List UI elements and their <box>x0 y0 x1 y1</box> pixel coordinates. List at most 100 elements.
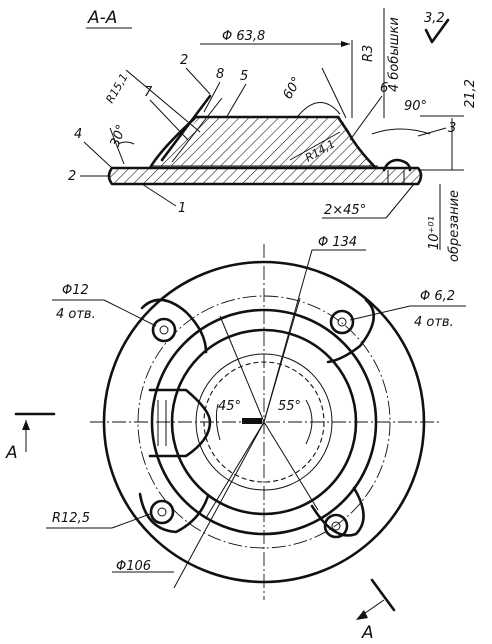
bolt-circle <box>137 295 391 549</box>
hole-top-left-inner <box>159 325 169 335</box>
callout-2-top: 2 <box>180 53 188 68</box>
callout-8-leader <box>203 81 221 113</box>
angle-30-arc <box>117 141 135 145</box>
section-title: A-A <box>87 8 117 28</box>
chamfer-leader <box>385 183 415 219</box>
roughness-symbol: 3,2 <box>424 11 450 44</box>
section-mark-right-label: A <box>361 623 374 643</box>
right-slot-walls <box>387 170 405 184</box>
dia-62-label: Φ 6,2 <box>420 289 455 304</box>
angle-90-arc <box>371 128 431 135</box>
callout-2-top-leader <box>185 67 211 95</box>
part-callouts: 1 2 3 4 5 6 7 8 2 <box>68 53 456 216</box>
plan-view: Φ 134 Φ106 Φ12 4 отв. Φ 6,2 4 отв. 45° 5… <box>5 235 466 643</box>
boss-hatch <box>158 116 372 166</box>
hole-bottom-right-inner <box>331 521 341 531</box>
cut-arrow-right-head <box>356 610 368 620</box>
dia-12-label: Φ12 <box>62 283 89 298</box>
dia-134-label: Φ 134 <box>318 235 357 250</box>
left-cutout <box>148 388 212 458</box>
roughness-value: 3,2 <box>424 11 445 26</box>
dim-10-label: 10⁺⁰¹ <box>427 216 442 250</box>
flange-hatch <box>110 168 420 183</box>
angle-60-arc <box>297 102 341 117</box>
cut-arrow-left-head <box>22 420 30 430</box>
callout-1-leader <box>141 183 177 207</box>
boss-circle-outer <box>170 328 358 516</box>
dim-21-label: 21,2 <box>463 79 478 108</box>
trim-note: обрезание <box>447 190 462 262</box>
callout-7-leader <box>149 99 189 141</box>
bolt-holes <box>149 309 355 539</box>
section-mark-right: A <box>356 578 396 643</box>
radius-125-label: R12,5 <box>52 511 90 526</box>
callout-8: 8 <box>216 67 224 82</box>
roughness-check-icon <box>424 18 450 44</box>
radius-151-leader <box>125 69 201 133</box>
callout-6-leader <box>349 95 383 141</box>
angle-45-arc <box>215 403 221 441</box>
hole-bottom-right <box>323 513 349 539</box>
center-mark <box>242 418 262 424</box>
callout-2-left: 2 <box>68 169 76 184</box>
boss-circle-inner <box>195 353 333 491</box>
angle-30-label: 30° <box>108 123 130 150</box>
lip-line <box>160 94 212 162</box>
angle-55-arc <box>305 399 313 445</box>
dim-63-label: Φ 63,8 <box>222 29 265 44</box>
base-plate-outline <box>107 166 423 186</box>
callout-1: 1 <box>178 201 186 216</box>
leader-radial-a <box>219 315 265 423</box>
lug-bottom-left <box>138 492 210 534</box>
holes-right-label: 4 отв. <box>414 315 454 330</box>
boss-hidden-circle <box>203 361 325 483</box>
bosses-note: 4 бобышки <box>387 17 402 92</box>
outer-flange-circle <box>102 260 426 584</box>
hole-bottom-left-inner <box>157 507 167 517</box>
lug-top-left <box>140 298 208 354</box>
mounting-lugs <box>138 298 375 537</box>
angle-60-ext <box>321 67 347 119</box>
r3-label: R3 <box>361 45 376 62</box>
callout-3: 3 <box>448 121 456 136</box>
hole-bottom-left <box>149 499 175 525</box>
leader-55-ray <box>263 421 319 511</box>
dia-62-leader <box>349 305 411 321</box>
callout-4: 4 <box>74 127 82 142</box>
leader-45-ray <box>205 421 265 519</box>
section-mark-left-label: A <box>5 443 18 463</box>
dim-arrow-63 <box>341 41 350 47</box>
hole-top-right <box>329 309 355 335</box>
leader-106 <box>173 421 265 589</box>
radius-125-leader <box>111 513 151 529</box>
inner-ring-circle <box>150 308 378 536</box>
angle-60-label: 60° <box>280 75 305 102</box>
dia-106-label: Φ106 <box>116 559 151 574</box>
left-cutout-lines <box>157 400 167 446</box>
angle-45-label: 45° <box>218 399 241 414</box>
callout-7: 7 <box>144 85 153 100</box>
section-view: A-A 3,2 Φ 63,8 R3 4 бобышки <box>68 8 478 262</box>
chamfer-label: 2×45° <box>324 203 366 218</box>
callout-3-leader <box>417 127 447 137</box>
right-slot <box>382 158 412 172</box>
callout-5-leader <box>225 83 247 119</box>
cut-line-right <box>370 578 396 612</box>
angle-30-ext <box>109 127 125 165</box>
callout-5: 5 <box>240 69 248 84</box>
leader-radial-b <box>263 297 301 423</box>
callout-6: 6 <box>380 81 388 96</box>
radius-141-leader <box>289 131 341 161</box>
hole-top-left <box>151 317 177 343</box>
callout-4-leader <box>83 141 113 169</box>
lug-top-right <box>326 298 375 364</box>
boss-outline <box>148 115 378 170</box>
hole-top-right-inner <box>337 317 347 327</box>
angle-90-label: 90° <box>404 99 427 114</box>
section-mark-left: A <box>5 412 56 463</box>
angle-55-label: 55° <box>278 399 301 414</box>
dia-12-leader <box>103 299 157 327</box>
holes-left-label: 4 отв. <box>56 307 96 322</box>
